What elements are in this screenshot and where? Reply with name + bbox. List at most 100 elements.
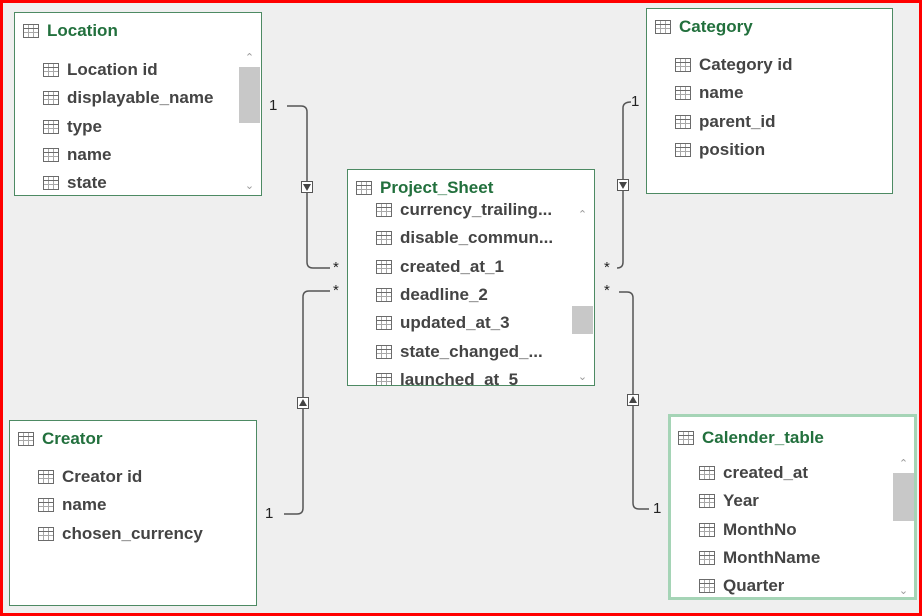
table-header[interactable]: Category bbox=[655, 15, 753, 39]
field-name: created_at_1 bbox=[400, 256, 504, 276]
scroll-thumb[interactable] bbox=[893, 473, 914, 521]
field-name: chosen_currency bbox=[62, 523, 203, 543]
chevron-up-icon[interactable]: ⌃ bbox=[244, 51, 255, 64]
field-name: state_changed_... bbox=[400, 341, 543, 361]
triangle-arrow-icon bbox=[303, 184, 311, 191]
field-item[interactable]: parent_id bbox=[647, 108, 870, 136]
field-name: currency_trailing... bbox=[400, 200, 553, 220]
table-icon bbox=[38, 498, 54, 513]
table-icon bbox=[699, 551, 715, 566]
field-name: name bbox=[699, 83, 744, 103]
scrollbar[interactable]: ⌃ ⌄ bbox=[572, 204, 593, 384]
scrollbar[interactable]: ⌃ ⌄ bbox=[893, 453, 914, 598]
table-card-location[interactable]: Location Location id displayable_name ty… bbox=[14, 12, 262, 196]
table-icon bbox=[675, 143, 691, 158]
field-list: Creator id name chosen_currency bbox=[10, 463, 234, 553]
field-item[interactable]: currency_trailing... bbox=[348, 196, 572, 224]
field-name: disable_commun... bbox=[400, 228, 554, 248]
field-name: name bbox=[62, 495, 107, 515]
field-item[interactable]: created_at bbox=[671, 459, 892, 487]
table-title: Calender_table bbox=[702, 428, 824, 447]
table-icon bbox=[699, 494, 715, 509]
chevron-down-icon[interactable]: ⌄ bbox=[898, 584, 909, 597]
table-icon bbox=[38, 470, 54, 485]
scrollbar[interactable]: ⌃ ⌄ bbox=[239, 47, 260, 193]
table-icon bbox=[43, 176, 59, 191]
table-title: Location bbox=[47, 21, 118, 40]
table-icon bbox=[356, 181, 372, 195]
table-icon bbox=[675, 86, 691, 101]
table-icon bbox=[43, 148, 59, 163]
field-item[interactable]: name bbox=[647, 79, 870, 107]
field-name: Quarter bbox=[723, 576, 785, 596]
cardinality-many-calendar: * bbox=[604, 282, 610, 299]
table-icon bbox=[699, 522, 715, 537]
field-item[interactable]: Quarter bbox=[671, 572, 892, 600]
chevron-down-icon[interactable]: ⌄ bbox=[577, 370, 588, 383]
table-icon bbox=[376, 203, 392, 218]
table-icon bbox=[376, 288, 392, 303]
field-name: deadline_2 bbox=[400, 285, 488, 305]
field-item[interactable]: Category id bbox=[647, 51, 870, 79]
field-item[interactable]: state_changed_... bbox=[348, 337, 572, 365]
table-title: Project_Sheet bbox=[380, 178, 494, 197]
table-icon bbox=[376, 316, 392, 331]
field-item[interactable]: launched_at_5 bbox=[348, 366, 572, 385]
chevron-down-icon[interactable]: ⌄ bbox=[244, 179, 255, 192]
table-header[interactable]: Location bbox=[23, 19, 118, 43]
table-icon bbox=[699, 466, 715, 481]
field-item[interactable]: disable_commun... bbox=[348, 224, 572, 252]
field-name: Category id bbox=[699, 55, 793, 75]
field-item[interactable]: Creator id bbox=[10, 463, 234, 491]
cardinality-one-category: 1 bbox=[631, 93, 640, 110]
table-icon bbox=[43, 63, 59, 78]
cardinality-one-location: 1 bbox=[269, 97, 278, 114]
table-icon bbox=[655, 20, 671, 34]
table-header[interactable]: Calender_table bbox=[678, 426, 824, 450]
table-header[interactable]: Project_Sheet bbox=[356, 176, 493, 200]
table-header[interactable]: Creator bbox=[18, 427, 102, 451]
field-item[interactable]: MonthName bbox=[671, 544, 892, 572]
field-item[interactable]: chosen_currency bbox=[10, 520, 234, 548]
table-card-creator[interactable]: Creator Creator id name chosen_currency bbox=[9, 420, 257, 606]
table-card-category[interactable]: Category Category id name parent_id posi… bbox=[646, 8, 893, 194]
field-item[interactable]: name bbox=[10, 491, 234, 519]
relationship-lines bbox=[284, 101, 649, 515]
field-item[interactable]: deadline_2 bbox=[348, 281, 572, 309]
field-item[interactable]: updated_at_3 bbox=[348, 309, 572, 337]
field-item[interactable]: position bbox=[647, 136, 870, 164]
table-icon bbox=[18, 432, 34, 446]
chevron-up-icon[interactable]: ⌃ bbox=[577, 208, 588, 221]
field-item[interactable]: displayable_name bbox=[15, 84, 239, 112]
cardinality-one-calendar: 1 bbox=[653, 500, 662, 517]
table-card-project-sheet[interactable]: Project_Sheet currency_trailing... disab… bbox=[347, 169, 595, 386]
chevron-up-icon[interactable]: ⌃ bbox=[898, 457, 909, 470]
field-list: created_at Year MonthNo MonthName Quarte… bbox=[671, 459, 892, 600]
field-name: Creator id bbox=[62, 467, 143, 487]
table-icon bbox=[675, 58, 691, 73]
table-title: Category bbox=[679, 17, 753, 36]
field-item[interactable]: state bbox=[15, 169, 239, 196]
field-list: Location id displayable_name type name s… bbox=[15, 56, 239, 196]
table-icon bbox=[376, 231, 392, 246]
table-title: Creator bbox=[42, 429, 103, 448]
field-item[interactable]: MonthNo bbox=[671, 516, 892, 544]
table-icon bbox=[376, 259, 392, 274]
table-card-calender-table[interactable]: Calender_table created_at Year MonthNo M… bbox=[668, 414, 917, 600]
triangle-arrow-icon bbox=[299, 399, 307, 406]
field-name: position bbox=[699, 140, 766, 160]
field-item[interactable]: type bbox=[15, 113, 239, 141]
table-icon bbox=[38, 526, 54, 541]
table-icon bbox=[699, 579, 715, 594]
field-item[interactable]: Location id bbox=[15, 56, 239, 84]
field-item[interactable]: Year bbox=[671, 487, 892, 515]
field-name: Year bbox=[723, 491, 759, 511]
field-item[interactable]: name bbox=[15, 141, 239, 169]
field-item[interactable]: created_at_1 bbox=[348, 253, 572, 281]
cardinality-one-creator: 1 bbox=[265, 505, 274, 522]
field-name: Location id bbox=[67, 60, 158, 80]
scroll-thumb[interactable] bbox=[572, 306, 593, 334]
scroll-thumb[interactable] bbox=[239, 67, 260, 123]
field-name: created_at bbox=[723, 463, 809, 483]
